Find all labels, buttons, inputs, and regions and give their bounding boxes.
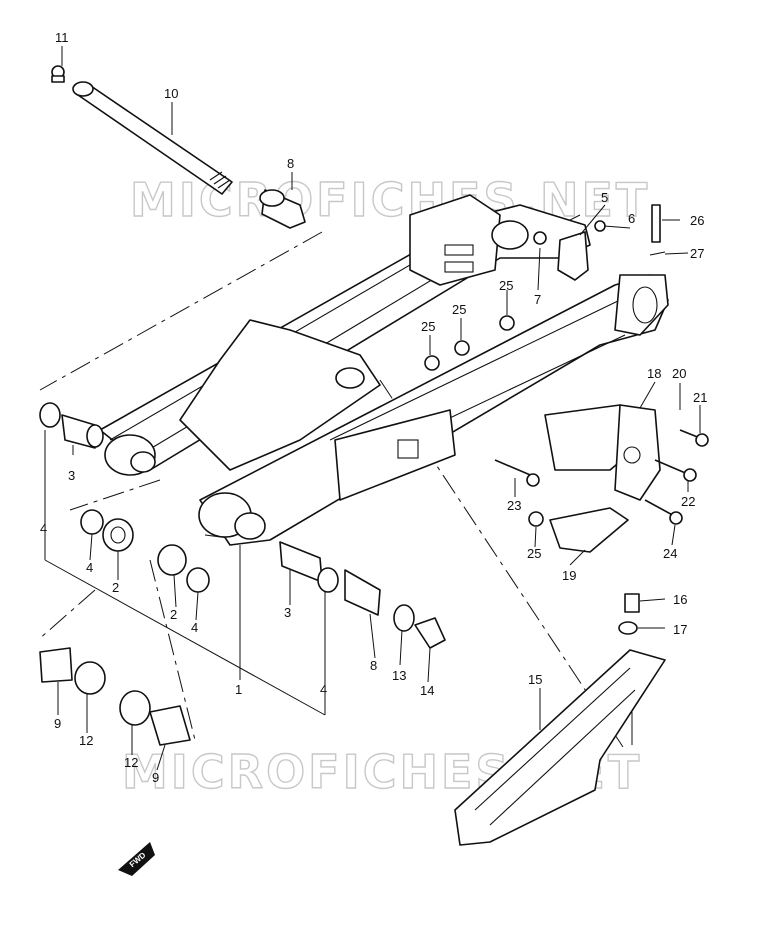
left-seal-group	[80, 509, 210, 593]
callout-14: 14	[420, 683, 434, 698]
cotter-pin	[649, 204, 666, 256]
callout-labels: 11 10 8 5 6 7 26 27 25 25 25 18 20 21 22…	[40, 30, 707, 785]
pivot-shaft	[72, 81, 233, 195]
callout-22: 22	[681, 494, 695, 509]
callout-26: 26	[690, 213, 704, 228]
needle-bearing-left	[39, 402, 104, 449]
callout-4-c: 4	[191, 620, 198, 635]
callout-17: 17	[673, 622, 687, 637]
callout-19: 19	[562, 568, 576, 583]
callout-leaders	[57, 46, 701, 771]
callout-4-b: 4	[86, 560, 93, 575]
callout-27: 27	[690, 246, 704, 261]
chain-guide	[454, 649, 666, 846]
right-pivot-parts	[279, 541, 446, 649]
spacer-top	[259, 189, 306, 229]
callout-5: 5	[601, 190, 608, 205]
callout-10: 10	[164, 86, 178, 101]
callout-9-b: 9	[152, 770, 159, 785]
chain-guide-bracket	[533, 220, 606, 281]
callout-2-a: 2	[112, 580, 119, 595]
cover-plate	[549, 507, 629, 553]
swingarm-body	[99, 194, 669, 546]
callout-15: 15	[528, 672, 542, 687]
callout-21: 21	[693, 390, 707, 405]
nuts	[424, 315, 544, 527]
callout-7: 7	[534, 292, 541, 307]
callout-25-d: 25	[527, 546, 541, 561]
callout-4-a: 4	[40, 521, 47, 536]
callout-12-a: 12	[79, 733, 93, 748]
callout-12-b: 12	[124, 755, 138, 770]
callout-18: 18	[647, 366, 661, 381]
rear-bracket	[544, 404, 661, 501]
guide-bolt	[618, 593, 640, 635]
callout-6: 6	[628, 211, 635, 226]
callout-16: 16	[673, 592, 687, 607]
callout-20: 20	[672, 366, 686, 381]
callout-9-a: 9	[54, 716, 61, 731]
callout-8-bottom: 8	[370, 658, 377, 673]
callout-8-top: 8	[287, 156, 294, 171]
callout-25-b: 25	[452, 302, 466, 317]
callout-3-left: 3	[68, 468, 75, 483]
callout-13: 13	[392, 668, 406, 683]
callout-25-a: 25	[499, 278, 513, 293]
lower-collars	[39, 647, 191, 746]
bolts	[494, 429, 709, 525]
callout-11: 11	[55, 30, 69, 45]
callout-2-b: 2	[170, 607, 177, 622]
callout-24: 24	[663, 546, 677, 561]
callout-25-c: 25	[421, 319, 435, 334]
fwd-arrow: FWD	[118, 842, 155, 876]
callout-23: 23	[507, 498, 521, 513]
callout-3-right: 3	[284, 605, 291, 620]
callout-1: 1	[235, 682, 242, 697]
callout-4-d: 4	[320, 682, 327, 697]
grease-nipple	[51, 65, 65, 83]
